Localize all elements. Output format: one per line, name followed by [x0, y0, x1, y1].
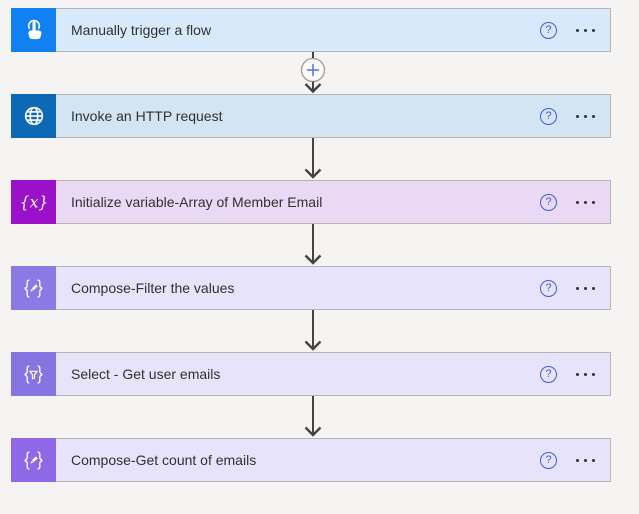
ellipsis-dot [576, 200, 579, 204]
compose-icon [24, 278, 43, 298]
help-button[interactable]: ? [540, 451, 557, 469]
ellipsis-dot [592, 372, 595, 376]
step-icon-tile [11, 266, 56, 310]
ellipsis-dot [584, 114, 587, 118]
arrowhead-icon [304, 168, 322, 179]
more-options-button[interactable] [574, 454, 597, 467]
flow-step-compose-count[interactable]: Compose-Get count of emails ? [11, 438, 611, 482]
ellipsis-dot [592, 200, 595, 204]
step-icon-tile [11, 438, 56, 482]
ellipsis-dot [576, 372, 579, 376]
plus-icon [306, 63, 320, 77]
flow-step-http-request[interactable]: Invoke an HTTP request ? [11, 94, 611, 138]
flow-step-manual-trigger[interactable]: Manually trigger a flow ? [11, 8, 611, 52]
ellipsis-dot [576, 114, 579, 118]
globe-icon [24, 106, 43, 126]
ellipsis-dot [592, 28, 595, 32]
variable-icon: {x} [19, 193, 48, 211]
ellipsis-dot [584, 372, 587, 376]
help-button[interactable]: ? [540, 21, 557, 39]
step-title: Invoke an HTTP request [71, 108, 223, 124]
question-mark-icon: ? [545, 367, 552, 380]
step-icon-tile [11, 8, 56, 52]
ellipsis-dot [584, 286, 587, 290]
more-options-button[interactable] [574, 196, 597, 209]
ellipsis-dot [584, 28, 587, 32]
step-title: Manually trigger a flow [71, 22, 212, 38]
flow-step-select[interactable]: Select - Get user emails ? [11, 352, 611, 396]
step-title: Initialize variable-Array of Member Emai… [71, 194, 323, 210]
step-icon-tile [11, 352, 56, 396]
more-options-button[interactable] [574, 368, 597, 381]
question-mark-icon: ? [545, 23, 552, 36]
flow-step-initialize-variable[interactable]: {x} Initialize variable-Array of Member … [11, 180, 611, 224]
arrowhead-icon [304, 426, 322, 437]
more-options-button[interactable] [574, 282, 597, 295]
step-title: Select - Get user emails [71, 366, 221, 382]
ellipsis-dot [592, 286, 595, 290]
step-icon-tile: {x} [11, 180, 56, 224]
help-button[interactable]: ? [540, 107, 557, 125]
ellipsis-dot [576, 286, 579, 290]
ellipsis-dot [576, 458, 579, 462]
arrowhead-icon [304, 340, 322, 351]
ellipsis-dot [576, 28, 579, 32]
more-options-button[interactable] [574, 110, 597, 123]
arrowhead-icon [304, 254, 322, 265]
step-title: Compose-Filter the values [71, 280, 235, 296]
ellipsis-dot [584, 458, 587, 462]
ellipsis-dot [592, 114, 595, 118]
question-mark-icon: ? [545, 195, 552, 208]
step-title: Compose-Get count of emails [71, 452, 257, 468]
ellipsis-dot [584, 200, 587, 204]
arrowhead-icon [304, 83, 322, 94]
insert-action-button[interactable] [300, 57, 326, 83]
ellipsis-dot [592, 458, 595, 462]
question-mark-icon: ? [545, 453, 552, 466]
help-button[interactable]: ? [540, 365, 557, 383]
help-button[interactable]: ? [540, 193, 557, 211]
variable-glyph: {x} [19, 193, 48, 211]
question-mark-icon: ? [545, 109, 552, 122]
select-icon [24, 364, 43, 384]
touch-icon [27, 19, 41, 40]
compose-icon [24, 450, 43, 470]
question-mark-icon: ? [545, 281, 552, 294]
help-button[interactable]: ? [540, 279, 557, 297]
flow-step-compose-filter[interactable]: Compose-Filter the values ? [11, 266, 611, 310]
more-options-button[interactable] [574, 24, 597, 37]
step-icon-tile [11, 94, 56, 138]
